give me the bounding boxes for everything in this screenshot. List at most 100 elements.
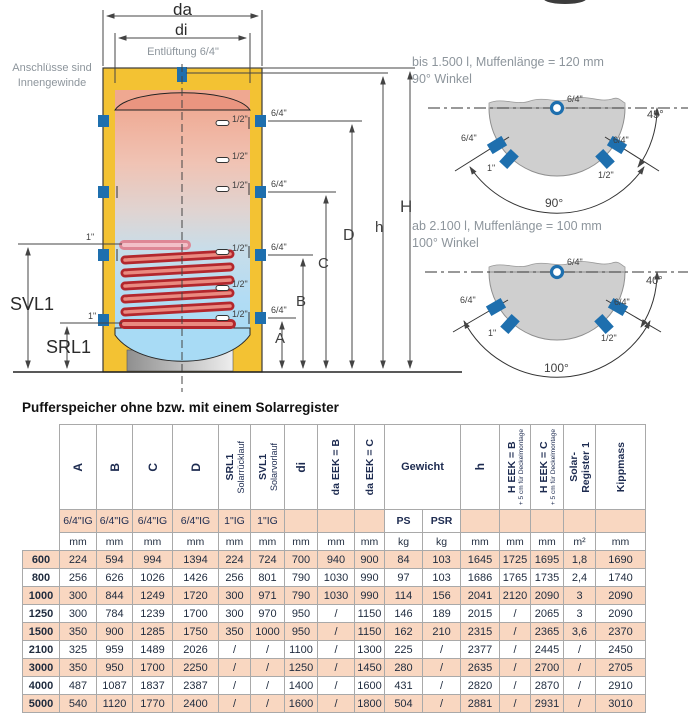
table-cell: 1249 [132,586,173,605]
table-cell: / [499,658,532,677]
table-cell: 1150 [354,622,385,641]
table-cell: 994 [132,550,173,569]
table-cell: 2,4 [563,568,597,587]
col-header-di: di [284,424,318,510]
table-cell: / [250,694,285,713]
col-header-solar-register: Solar-Register 1 [563,424,597,510]
table-cell: / [250,658,285,677]
muffle-90-angle-90-label: 90° [545,196,564,210]
table-cell: 1770 [132,694,173,713]
table-cell: 300 [59,604,97,623]
sensor-sockets [215,120,230,321]
table-cell: 1"IG [218,509,251,533]
muffle-diagram-100 [425,261,688,378]
table-cell: / [499,676,532,695]
row-label: 1000 [22,586,60,605]
table-title: Pufferspeicher ohne bzw. mit einem Solar… [22,400,339,415]
muffle-100-note-line2: 100° Winkel [412,236,479,250]
table-cell: 900 [354,550,385,569]
dim-da-label: da [173,0,192,19]
table-cell: 189 [421,604,462,623]
muffle-100-left-outer-label: 6/4" [460,295,476,305]
connections-note-line2: Innengewinde [17,77,87,89]
col-header-da-eek-b: da EEK = B [317,424,355,510]
table-cell: 540 [59,694,97,713]
table-cell: 971 [250,586,285,605]
table-cell: / [421,676,462,695]
col-header-H-eek-c: H EEK = C+ 5 cm für Deckelmontage [530,424,565,510]
table-cell: 350 [59,622,97,641]
table-cell: 224 [218,550,251,569]
row-spacer [22,532,60,551]
table-cell: / [317,694,355,713]
table-cell: 970 [250,604,285,623]
col-header-H-eek-b: H EEK = B+ 5 cm für Deckelmontage [499,424,532,510]
table-cell: 2445 [530,640,565,659]
table-cell: 1735 [530,568,565,587]
row-label: 3000 [22,658,60,677]
table-cell: / [218,640,251,659]
table-cell: 1450 [354,658,385,677]
table-cell: 1837 [132,676,173,695]
table-cell: 2881 [460,694,501,713]
table-cell: 3010 [595,694,647,713]
table-cell: kg [421,532,462,551]
table-cell: / [499,640,532,659]
table-cell: 2705 [595,658,647,677]
tank-diagram [13,0,688,392]
table-cell: 1426 [172,568,219,587]
table-cell: 801 [250,568,285,587]
table-cell [284,509,318,533]
table-cell [530,509,565,533]
row-label: 600 [22,550,60,569]
table-cell: 1100 [284,640,318,659]
row-label: 4000 [22,676,60,695]
table-cell: 959 [96,640,133,659]
table-cell [460,509,501,533]
table-cell: 1725 [499,550,532,569]
table-cell: / [421,658,462,677]
table-cell: / [421,640,462,659]
table-cell: PS [384,509,423,533]
table-cell: 6/4"IG [172,509,219,533]
table-cell: 162 [384,622,423,641]
table-cell: 790 [284,586,318,605]
spec-table-section: Pufferspeicher ohne bzw. mit einem Solar… [22,400,668,713]
table-cell: 97 [384,568,423,587]
table-cell: mm [172,532,219,551]
table-cell: 1000 [250,622,285,641]
muffle-90-right-inner-label: 1/2" [598,170,614,180]
muffle-90-note-line2: 90° Winkel [412,72,472,86]
table-cell: 225 [384,640,423,659]
table-cell: 256 [218,568,251,587]
table-cell: 2065 [530,604,565,623]
port-12-label: 1/2" [232,309,248,319]
table-cell: 2377 [460,640,501,659]
dim-C-label: C [318,255,329,272]
table-cell: 2910 [595,676,647,695]
table-cell: 2700 [530,658,565,677]
table-cell: 2090 [530,586,565,605]
dim-h-label: h [375,219,384,236]
port-64-label: 6/4" [271,179,287,189]
row-label: 1500 [22,622,60,641]
table-cell: 156 [421,586,462,605]
table-cell: mm [499,532,532,551]
construction-lines [13,10,462,392]
table-cell: 990 [354,568,385,587]
table-cell: 1720 [172,586,219,605]
table-cell: 1285 [132,622,173,641]
port-12-label: 1/2" [232,114,248,124]
table-cell [499,509,532,533]
table-cell: 1600 [354,676,385,695]
table-cell: / [563,658,597,677]
dim-D-label: D [343,227,355,244]
